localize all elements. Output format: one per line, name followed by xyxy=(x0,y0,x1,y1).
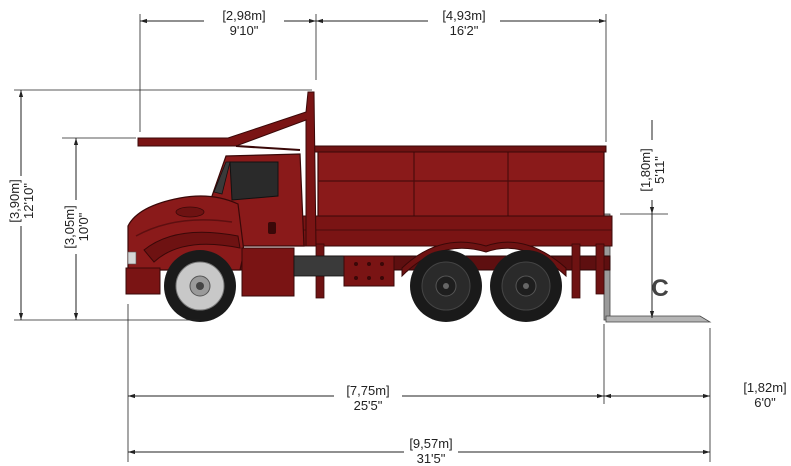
rear-wheel-2 xyxy=(490,250,562,322)
svg-text:[1,80m]: [1,80m] xyxy=(638,148,653,191)
svg-text:6'0": 6'0" xyxy=(754,395,776,410)
svg-text:[1,82m]: [1,82m] xyxy=(743,380,786,395)
dim-label-overall-height: [3,90m] 12'10" xyxy=(7,179,36,222)
dim-label-cab-height: [3,05m] 10'0" xyxy=(62,205,91,248)
svg-text:[3,05m]: [3,05m] xyxy=(62,205,77,248)
extension-lines xyxy=(14,14,711,462)
dim-label-cab-to-front: [2,98m] 9'10" xyxy=(222,8,265,38)
svg-text:16'2": 16'2" xyxy=(450,23,479,38)
rear-fork xyxy=(603,213,712,323)
svg-text:10'0": 10'0" xyxy=(76,212,91,241)
fuel-tank xyxy=(241,247,295,297)
cab-shield xyxy=(137,91,317,247)
svg-text:[4,93m]: [4,93m] xyxy=(442,8,485,23)
marker-c-label: C xyxy=(651,275,668,302)
dim-label-fork-length: [1,82m] 6'0" xyxy=(743,380,786,410)
svg-text:12'10": 12'10" xyxy=(21,183,36,219)
battery-box xyxy=(293,255,345,277)
dim-label-wheelbase-length: [7,75m] 25'5" xyxy=(346,383,389,413)
svg-text:[9,57m]: [9,57m] xyxy=(409,436,452,451)
svg-text:[7,75m]: [7,75m] xyxy=(346,383,389,398)
svg-text:25'5": 25'5" xyxy=(354,398,383,413)
tool-box xyxy=(343,255,395,287)
truck-hood xyxy=(125,195,245,295)
svg-text:[3,90m]: [3,90m] xyxy=(7,179,22,222)
svg-text:31'5": 31'5" xyxy=(417,451,446,466)
dimension-lines xyxy=(18,18,710,455)
dim-label-overall-length: [9,57m] 31'5" xyxy=(409,436,452,466)
svg-text:[2,98m]: [2,98m] xyxy=(222,8,265,23)
rear-wheel-1 xyxy=(410,250,482,322)
dim-label-body-length: [4,93m] 16'2" xyxy=(442,8,485,38)
dump-truck-illustration xyxy=(125,91,712,323)
front-wheel xyxy=(164,250,236,322)
svg-text:9'10": 9'10" xyxy=(230,23,259,38)
dim-label-fork-height: [1,80m] 5'11" xyxy=(638,148,667,191)
svg-text:5'11": 5'11" xyxy=(652,156,667,184)
